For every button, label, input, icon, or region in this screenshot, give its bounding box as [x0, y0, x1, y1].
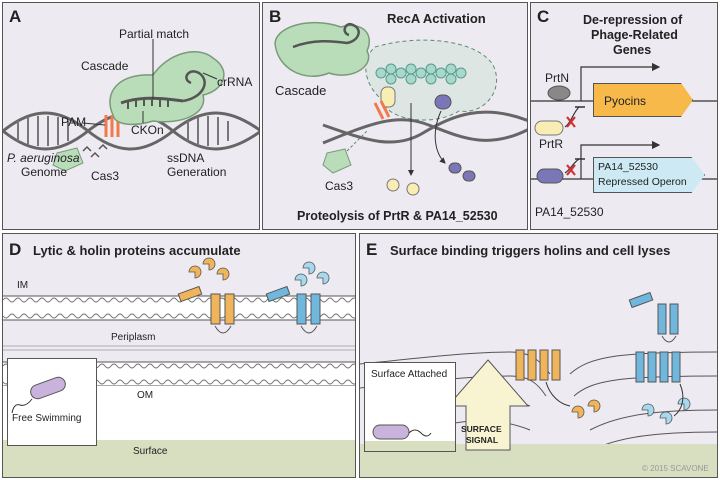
prtn-label: PrtN [545, 71, 569, 85]
prtr-label: PrtR [539, 137, 563, 151]
cas3-protein [52, 147, 84, 172]
genome-label-1: P. aeruginosa [7, 151, 80, 165]
periplasm-label: Periplasm [111, 332, 156, 343]
ckon-label: CKOn [131, 123, 164, 137]
orange-holin-cluster [515, 349, 561, 381]
cas3-label-b: Cas3 [325, 179, 354, 193]
pa14-fragment-2 [462, 170, 476, 182]
cascade-complex [109, 50, 225, 126]
orange-lytic-proteins [188, 257, 230, 281]
prtr-bound [380, 86, 396, 108]
im-label: IM [17, 280, 29, 291]
blue-holin-free [628, 291, 679, 343]
operon-gene: PA14_52530 Repressed Operon [593, 157, 705, 193]
genome-label-2: Genome [21, 165, 68, 179]
inner-membrane [3, 296, 355, 320]
c-title-1: De-repression of [583, 13, 683, 27]
pa14-protein [536, 168, 564, 184]
ssdna-label-1: ssDNA [167, 151, 205, 165]
surface-label: Surface [133, 446, 168, 457]
panel-c: C De-repression of Phage-Related Genes P… [530, 2, 718, 230]
signal-label-1: SURFACE [461, 424, 502, 434]
operon-label-2: Repressed Operon [598, 176, 687, 188]
surface-band [3, 440, 355, 477]
panel-b-label: B [269, 7, 282, 26]
proteolysis-label: Proteolysis of PrtR & PA14_52530 [297, 209, 498, 223]
cascade-label: Cascade [81, 59, 129, 73]
released-blue-lytic [641, 397, 691, 425]
pyocins-gene: Pyocins [593, 83, 693, 117]
cas3-label: Cas3 [91, 169, 120, 183]
panel-d: D Lytic & holin proteins accumulate [2, 233, 356, 478]
blue-holin [265, 285, 321, 334]
panel-a: A [2, 2, 260, 230]
surface-attached-label: Surface Attached [371, 369, 448, 380]
surface-attached-inset: Surface Attached [364, 362, 456, 452]
pa14-label: PA14_52530 [535, 205, 604, 219]
pa14-bound [434, 94, 452, 110]
cascade-label-b: Cascade [275, 83, 327, 98]
c-title-3: Genes [613, 43, 652, 57]
released-orange-lytic [571, 399, 601, 419]
pa14-fragment [448, 162, 462, 174]
free-swimming-label: Free Swimming [12, 413, 82, 424]
e-title: Surface binding triggers holins and cell… [390, 243, 671, 258]
cas3-protein-b [322, 148, 352, 174]
signal-label-2: SIGNAL [466, 435, 499, 445]
prtr-protein [534, 120, 564, 136]
ssdna-label-2: Generation [167, 165, 227, 179]
pam-label: PAM [61, 115, 87, 129]
panel-b: B RecA Activation [262, 2, 528, 230]
attached-cell-icon [365, 424, 455, 451]
panel-d-label: D [9, 240, 22, 259]
prtn-protein [547, 85, 571, 101]
free-swimming-inset: Free Swimming [7, 358, 97, 446]
prtr-fragment-2 [406, 182, 420, 196]
panel-a-label: A [9, 7, 22, 26]
operon-label-1: PA14_52530 [598, 161, 658, 173]
reca-filament [375, 63, 467, 85]
prtr-fragment [386, 178, 400, 192]
blue-lytic-proteins [294, 261, 330, 287]
orange-holin [177, 285, 235, 334]
cascade-complex-b [274, 21, 370, 77]
reca-title: RecA Activation [387, 11, 486, 26]
partial-match-label: Partial match [119, 27, 190, 41]
copyright-label: © 2015 SCAVONE [642, 464, 709, 473]
panel-e-label: E [366, 240, 378, 259]
crrna-label: crRNA [217, 75, 253, 89]
om-label: OM [137, 390, 154, 401]
panel-e: E Surface binding triggers holins and ce… [359, 233, 718, 478]
dna-strand-1 [3, 111, 259, 151]
blue-holin-cluster [635, 351, 681, 383]
panel-c-label: C [537, 7, 550, 26]
c-title-2: Phage-Related [591, 28, 678, 42]
panel-a-illustration [3, 39, 259, 172]
crrna-strand [120, 96, 184, 105]
swimming-cell-icon [11, 376, 66, 414]
panel-b-illustration [274, 21, 527, 196]
pyocins-label: Pyocins [604, 94, 647, 108]
panel-e-illustration [360, 291, 717, 477]
d-title: Lytic & holin proteins accumulate [33, 243, 241, 258]
